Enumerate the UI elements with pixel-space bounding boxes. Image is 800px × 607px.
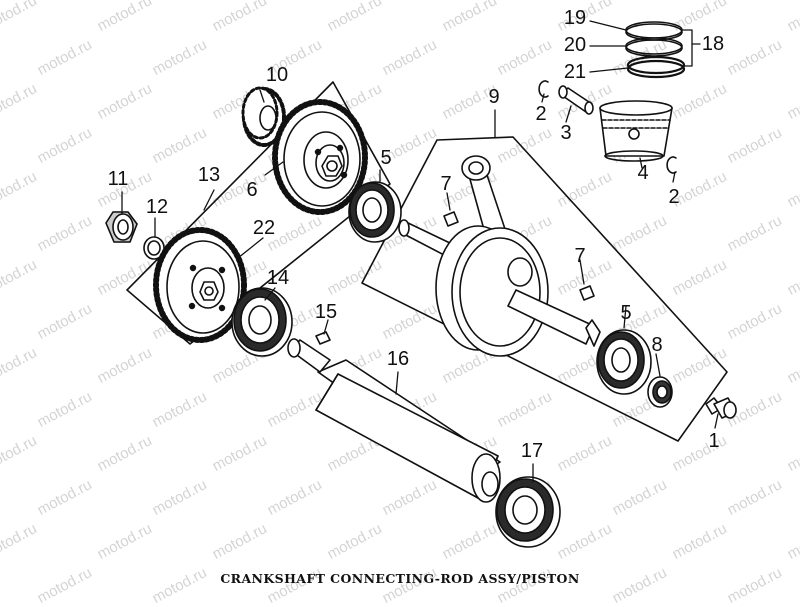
circlip-2-left [538, 80, 549, 98]
crankshaft-assembly [398, 155, 601, 357]
callout-1: 1 [708, 430, 720, 452]
washer-12 [143, 236, 165, 260]
callout-16: 16 [386, 348, 410, 370]
callout-10: 10 [265, 64, 289, 86]
drive-gear-22 [153, 227, 247, 343]
callout-13: 13 [197, 164, 221, 186]
diagram-caption: CRANKSHAFT CONNECTING-ROD ASSY/PISTON [220, 571, 580, 586]
woodruff-key-7-left [443, 211, 459, 227]
crankshaft-group-frame [361, 136, 728, 442]
small-gear-10 [241, 86, 286, 147]
nut-11 [105, 211, 138, 243]
leader-lines [121, 20, 719, 483]
collar-8 [647, 376, 673, 408]
circlip-2-right [666, 156, 677, 174]
callout-19: 19 [563, 7, 587, 29]
callout-2-left: 2 [535, 103, 547, 125]
piston-pin-3 [558, 85, 594, 115]
callout-2-right: 2 [668, 186, 680, 208]
callout-11: 11 [107, 168, 129, 190]
callout-12: 12 [145, 196, 169, 218]
bolt-1 [705, 397, 737, 419]
bearing-14 [231, 287, 293, 357]
callout-21: 21 [563, 61, 587, 83]
piston-ring-20 [625, 37, 683, 57]
callout-17: 17 [520, 440, 544, 462]
driven-gear-6 [272, 99, 368, 215]
callout-9: 9 [488, 86, 500, 108]
callout-14: 14 [266, 267, 290, 289]
callout-4: 4 [637, 162, 649, 184]
callout-7-right: 7 [574, 245, 586, 267]
piston-ring-21 [626, 55, 686, 79]
woodruff-key-7-right [579, 285, 595, 301]
callout-15: 15 [314, 301, 338, 323]
callout-5-upper: 5 [380, 147, 392, 169]
piston-4 [599, 100, 673, 162]
callout-22: 22 [252, 217, 276, 239]
bearing-5-right [596, 329, 652, 395]
callout-6: 6 [246, 179, 258, 201]
callout-7-left: 7 [440, 173, 452, 195]
callout-8: 8 [651, 334, 663, 356]
bearing-5-upper [348, 181, 402, 243]
pin-15 [315, 331, 331, 345]
callout-18: 18 [701, 33, 725, 55]
callout-5-right: 5 [620, 302, 632, 324]
callout-3: 3 [560, 122, 572, 144]
balancer-shaft-16 [287, 338, 501, 503]
bearing-17 [495, 476, 561, 548]
callout-20: 20 [563, 34, 587, 56]
